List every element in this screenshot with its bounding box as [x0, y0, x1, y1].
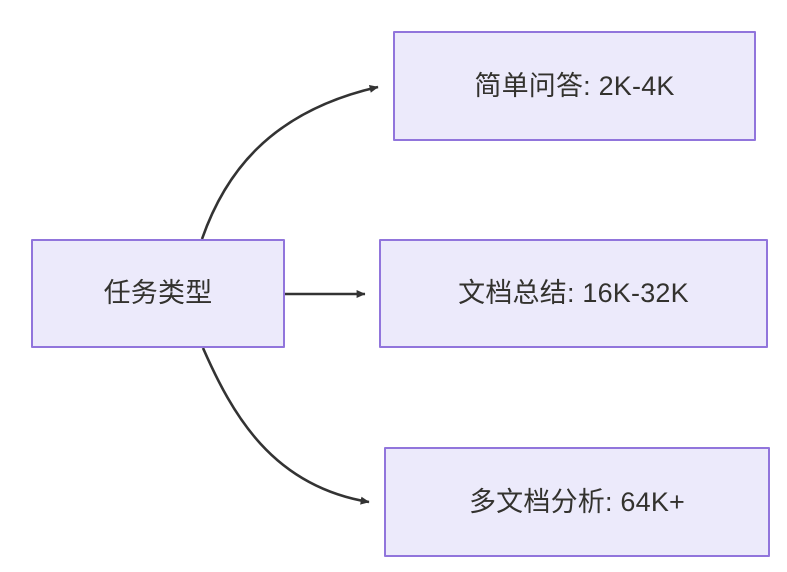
node-doc-summary[interactable]: 文档总结: 16K-32K	[379, 239, 768, 348]
node-multidoc-analysis[interactable]: 多文档分析: 64K+	[384, 447, 770, 557]
node-multidoc-analysis-label: 多文档分析: 64K+	[468, 486, 685, 517]
edge-source-to-simple-qa	[200, 84, 379, 240]
node-simple-qa[interactable]: 简单问答: 2K-4K	[393, 31, 756, 141]
edge-source-to-multidoc-analysis	[201, 347, 370, 505]
node-task-type[interactable]: 任务类型	[31, 239, 285, 348]
node-task-type-label: 任务类型	[103, 278, 213, 309]
node-simple-qa-label: 简单问答: 2K-4K	[474, 70, 675, 101]
node-doc-summary-label: 文档总结: 16K-32K	[458, 278, 689, 309]
